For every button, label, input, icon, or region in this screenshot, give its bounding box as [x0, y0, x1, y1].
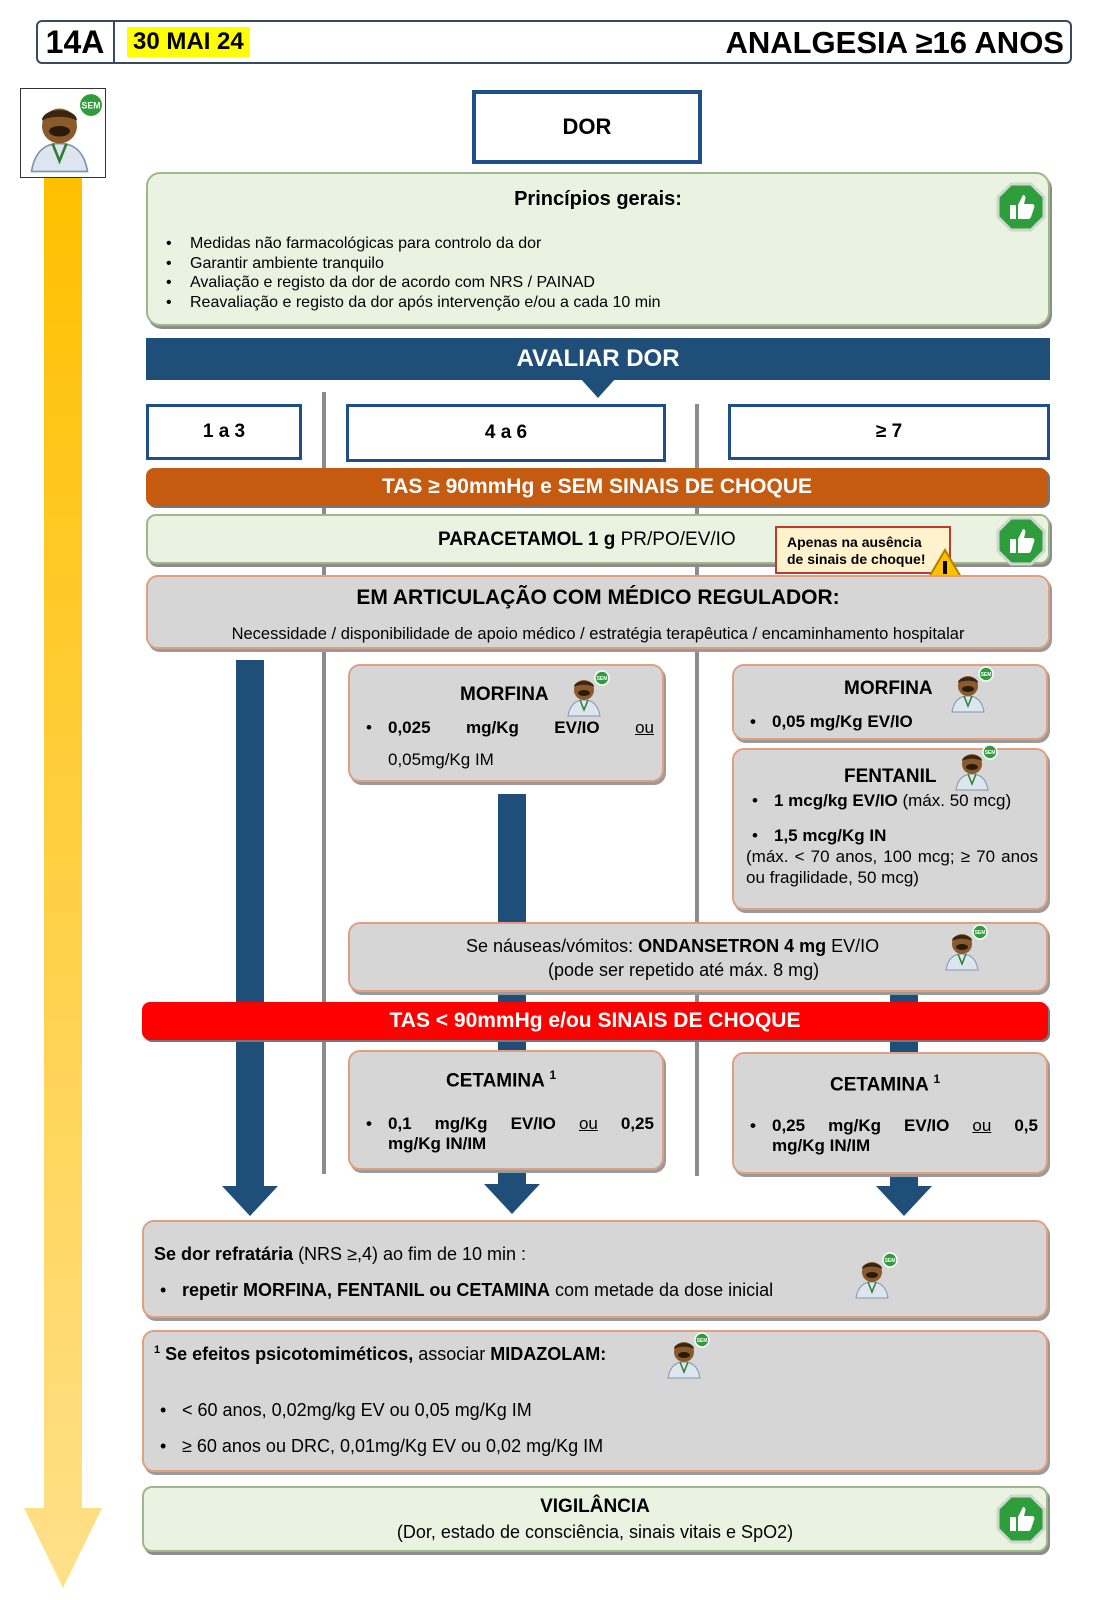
regulator-title: EM ARTICULAÇÃO COM MÉDICO REGULADOR: — [356, 586, 840, 609]
footnote-mark: 1 — [154, 1344, 161, 1356]
ondansetron-dose: ONDANSETRON 4 mg — [638, 936, 827, 956]
cetamina-alt-route: mg/Kg IN/IM — [388, 1134, 487, 1153]
avaliar-dor-bar: AVALIAR DOR — [146, 338, 1050, 380]
doctor-icon — [946, 666, 994, 714]
midazolam-dose-young: < 60 anos, 0,02mg/kg EV ou 0,05 mg/Kg IM — [154, 1400, 532, 1421]
fentanil-iv-max: (máx. 50 mcg) — [897, 791, 1012, 810]
morfina-unit: mg/Kg — [465, 718, 519, 737]
tas-normal-bar: TAS ≥ 90mmHg e SEM SINAIS DE CHOQUE — [146, 468, 1048, 506]
down-arrow-icon — [580, 378, 616, 398]
fentanil-title: FENTANIL — [844, 766, 937, 787]
flow-arrow-left — [222, 660, 278, 1216]
psycho-associate: associar — [413, 1344, 491, 1364]
footnote-mark: 1 — [933, 1072, 941, 1086]
pain-level-7-plus: ≥ 7 — [728, 404, 1050, 460]
shock-warning-note: Apenas na ausência de sinais de choque! — [775, 526, 951, 574]
refractory-pain-panel: Se dor refratária (NRS ≥,4) ao fim de 10… — [142, 1220, 1048, 1318]
cetamina-title: CETAMINA — [446, 1070, 545, 1092]
vigilance-text: (Dor, estado de consciência, sinais vita… — [396, 1522, 794, 1542]
morfina-title: MORFINA — [460, 684, 549, 705]
principle-item: Avaliação e registo da dor de acordo com… — [160, 273, 661, 293]
protocol-code: 14A — [37, 21, 115, 63]
cetamina-route: EV/IO — [904, 1116, 950, 1135]
cetamina-alt-dose: 0,25 — [620, 1114, 654, 1133]
cetamina-unit: mg/Kg — [434, 1114, 488, 1133]
cetamina-alt-route: mg/Kg IN/IM — [772, 1136, 871, 1155]
doctor-avatar-icon — [20, 88, 106, 178]
cetamina-unit: mg/Kg — [828, 1116, 881, 1135]
nausea-condition: Se náuseas/vómitos: — [466, 936, 639, 956]
morfina-dose: 0,05 mg/Kg EV/IO — [744, 712, 913, 732]
refractory-dose-note: com metade da dose inicial — [550, 1280, 774, 1300]
doctor-icon — [662, 1332, 710, 1380]
cetamina-panel-4-6: CETAMINA 1 0,1 mg/Kg EV/IO ou 0,25 mg/Kg… — [348, 1050, 664, 1170]
timeline-arrow — [24, 178, 102, 1588]
cetamina-panel-7-plus: CETAMINA 1 0,25 mg/Kg EV/IO ou 0,5 mg/Kg… — [732, 1052, 1048, 1174]
pain-level-4-6: 4 a 6 — [346, 404, 666, 462]
fentanil-panel: FENTANIL 1 mcg/kg EV/IO (máx. 50 mcg) 1,… — [732, 748, 1048, 910]
doctor-icon — [940, 924, 988, 972]
paracetamol-panel: PARACETAMOL 1 g PR/PO/EV/IO — [146, 514, 1050, 564]
morfina-im-dose: 0,05mg/Kg IM — [388, 750, 494, 769]
paracetamol-dose: PARACETAMOL 1 g — [438, 529, 616, 550]
morfina-or: ou — [635, 718, 654, 737]
column-divider — [322, 392, 326, 1174]
morfina-route: EV/IO — [554, 718, 600, 737]
thumbs-up-icon — [996, 516, 1046, 566]
cetamina-route: EV/IO — [510, 1114, 556, 1133]
doctor-icon — [562, 670, 610, 718]
cetamina-dose: 0,1 — [388, 1114, 412, 1133]
thumbs-up-icon — [996, 1494, 1046, 1544]
nausea-panel: Se náuseas/vómitos: ONDANSETRON 4 mg EV/… — [348, 922, 1048, 992]
column-divider — [695, 404, 699, 1176]
morfina-panel-4-6: MORFINA 0,025 mg/Kg EV/IO ou 0,05mg/Kg I… — [348, 664, 664, 782]
morfina-title: MORFINA — [844, 678, 933, 699]
midazolam-dose-older: ≥ 60 anos ou DRC, 0,01mg/Kg EV ou 0,02 m… — [154, 1436, 603, 1457]
morfina-panel-7-plus: MORFINA 0,05 mg/Kg EV/IO — [732, 664, 1048, 740]
principle-item: Reavaliação e registo da dor após interv… — [160, 293, 661, 313]
refractory-condition: Se dor refratária — [154, 1244, 294, 1264]
page-title: ANALGESIA ≥16 ANOS — [725, 25, 1064, 60]
psychotomimetic-panel: 1 Se efeitos psicotomiméticos, associar … — [142, 1330, 1048, 1472]
cetamina-or: ou — [972, 1116, 992, 1135]
vigilance-title: VIGILÂNCIA — [540, 1496, 650, 1517]
cetamina-or: ou — [578, 1114, 598, 1133]
principles-title: Princípios gerais: — [514, 188, 682, 210]
doctor-icon — [950, 744, 998, 792]
fentanil-iv-dose: 1 mcg/kg EV/IO — [774, 791, 898, 810]
medical-regulator-panel: EM ARTICULAÇÃO COM MÉDICO REGULADOR: Nec… — [146, 575, 1050, 649]
psycho-condition: Se efeitos psicotomiméticos, — [160, 1344, 414, 1364]
vigilance-panel: VIGILÂNCIA (Dor, estado de consciência, … — [142, 1486, 1048, 1552]
refractory-action: repetir MORFINA, FENTANIL ou CETAMINA — [182, 1280, 550, 1300]
footnote-mark: 1 — [549, 1068, 557, 1082]
morfina-dose: 0,025 — [388, 718, 431, 737]
pain-level-1-3: 1 a 3 — [146, 404, 302, 460]
fentanil-in-max: (máx. < 70 anos, 100 mcg; ≥ 70 anos ou f… — [746, 847, 1038, 887]
cetamina-alt-dose: 0,5 — [1014, 1116, 1038, 1135]
cetamina-title: CETAMINA — [830, 1074, 929, 1096]
thumbs-up-icon — [996, 182, 1046, 232]
midazolam-label: MIDAZOLAM: — [490, 1344, 607, 1364]
cetamina-dose: 0,25 — [772, 1116, 806, 1135]
principles-panel: Princípios gerais: Medidas não farmacoló… — [146, 172, 1050, 326]
refractory-criteria: (NRS ≥,4) ao fim de 10 min : — [293, 1244, 527, 1264]
paracetamol-routes: PR/PO/EV/IO — [615, 529, 736, 550]
ondansetron-route: EV/IO — [826, 936, 880, 956]
ondansetron-max: (pode ser repetido até máx. 8 mg) — [548, 960, 820, 980]
protocol-date: 30 MAI 24 — [127, 27, 250, 57]
doctor-icon — [850, 1252, 898, 1300]
regulator-text: Necessidade / disponibilidade de apoio m… — [231, 625, 965, 643]
fentanil-in-dose: 1,5 mcg/Kg IN — [774, 826, 887, 845]
tas-shock-bar: TAS < 90mmHg e/ou SINAIS DE CHOQUE — [142, 1002, 1048, 1040]
principle-item: Medidas não farmacológicas para controlo… — [160, 234, 661, 254]
dor-box: DOR — [472, 90, 702, 164]
principle-item: Garantir ambiente tranquilo — [160, 254, 661, 274]
